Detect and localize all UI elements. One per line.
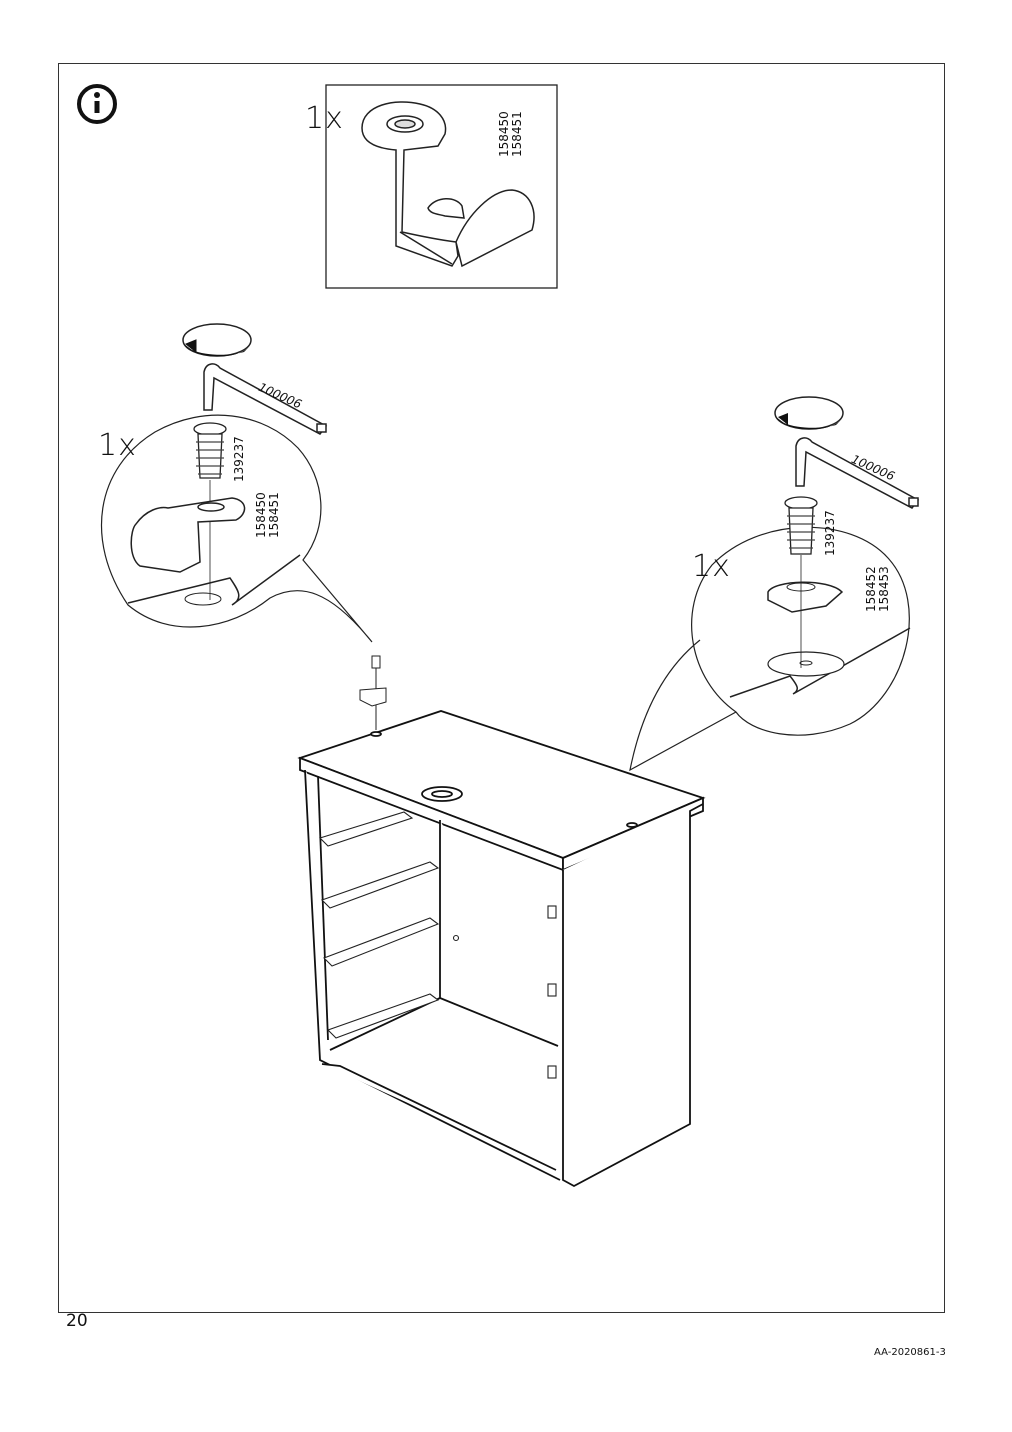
rotate-arrow-icon <box>774 396 844 430</box>
left-bracket-number: 158451 <box>267 492 281 538</box>
info-part-number: 158451 <box>510 111 524 157</box>
page-number: 20 <box>66 1311 88 1331</box>
bracket-part-illustration <box>361 101 535 268</box>
screw-icon <box>784 496 818 555</box>
hex-key-icon <box>203 363 328 435</box>
bracket-part-illustration <box>130 497 246 573</box>
rotate-arrow-icon <box>182 323 252 357</box>
left-detail-callout <box>100 414 373 643</box>
hex-key-icon <box>795 437 920 509</box>
left-quantity: 1x <box>98 428 137 463</box>
instruction-panel <box>58 63 945 1313</box>
part-inset-frame <box>325 84 558 289</box>
right-quantity: 1x <box>692 549 731 584</box>
left-screw-number: 139237 <box>232 436 246 482</box>
drawer-rails <box>318 811 557 1079</box>
info-icon <box>77 84 117 124</box>
screw-icon <box>193 422 227 479</box>
info-quantity: 1x <box>305 101 344 136</box>
right-screw-number: 139237 <box>823 510 837 556</box>
right-detail-callout <box>629 526 910 772</box>
right-plate-number: 158453 <box>877 566 891 612</box>
document-id: AA-2020861-3 <box>874 1347 946 1358</box>
small-screw-icon <box>359 655 387 730</box>
plate-part-illustration <box>767 581 844 613</box>
cabinet-illustration <box>297 710 706 1188</box>
